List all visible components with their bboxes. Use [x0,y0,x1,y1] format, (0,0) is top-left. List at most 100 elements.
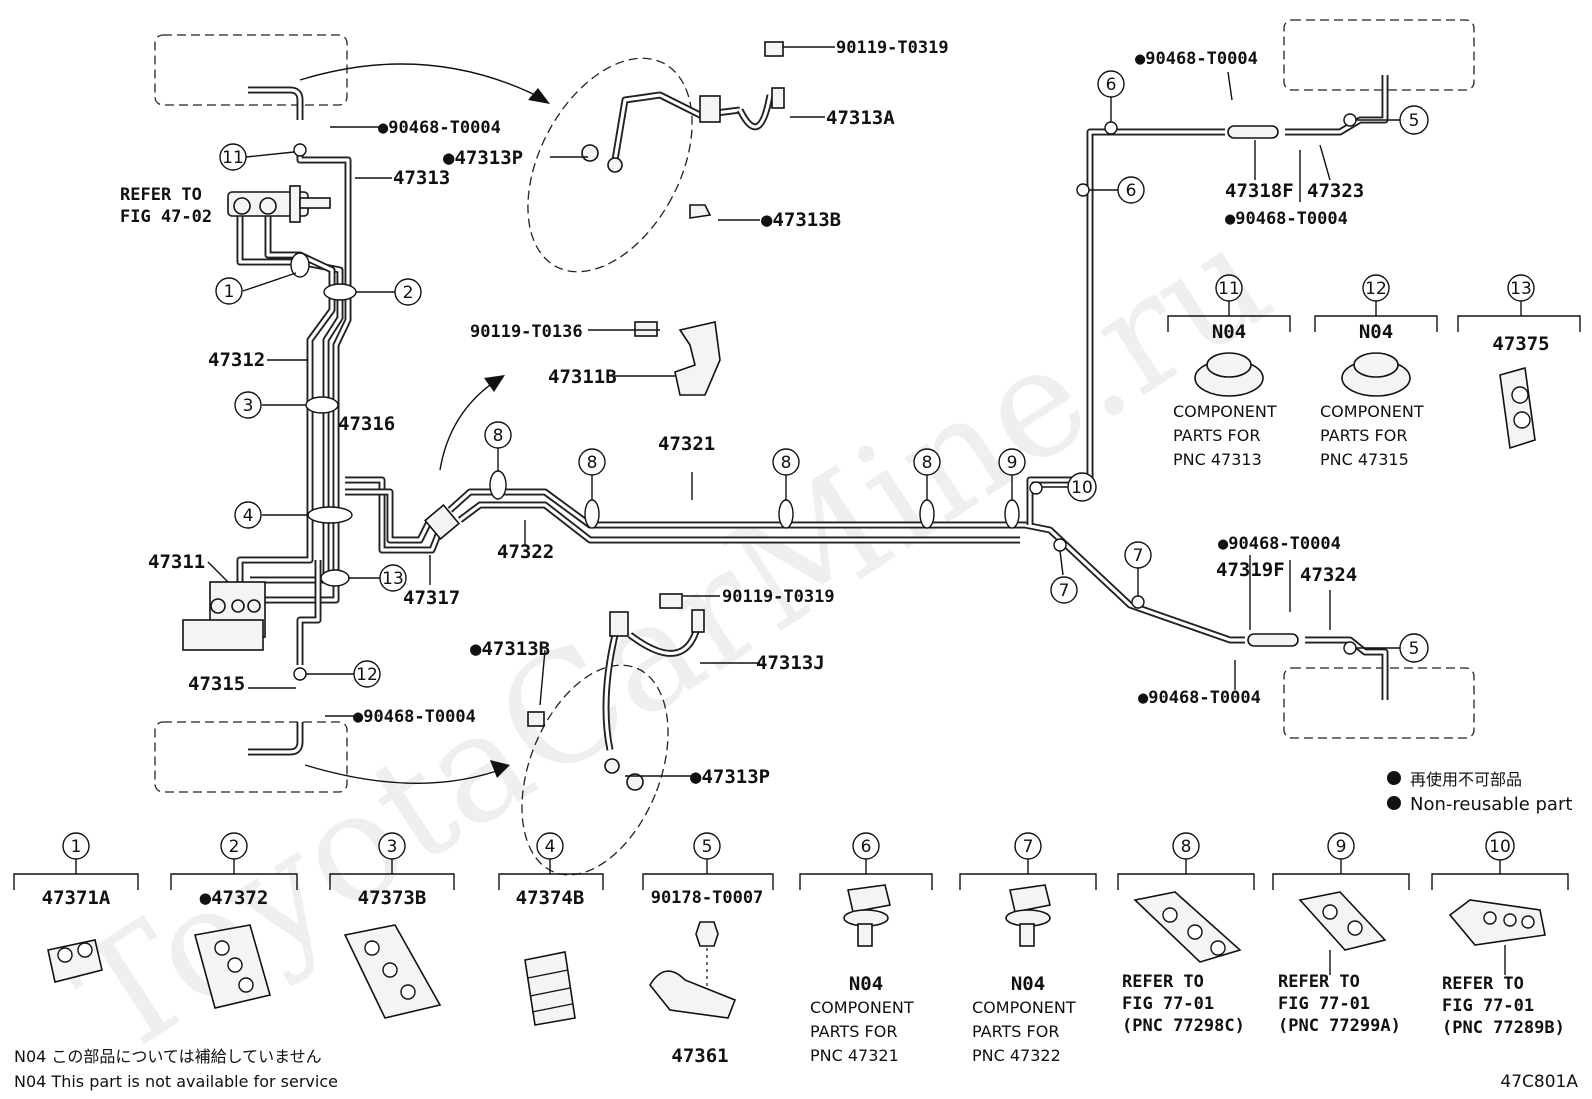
detail-box-rear-right [1283,667,1475,739]
svg-text:9: 9 [1007,453,1018,473]
label-90468-T0004-tl: ●90468-T0004 [378,118,501,138]
clamp-1: 1 47371A [13,832,139,983]
svg-text:7: 7 [1023,837,1034,857]
label-47324: 47324 [1300,564,1357,586]
svg-text:REFER TO: REFER TO [1442,974,1524,994]
svg-text:PNC 47313: PNC 47313 [1173,450,1262,469]
label-47313P-top: ●47313P [443,147,523,169]
svg-text:12: 12 [1365,279,1387,299]
clamp-4: 4 47374B [498,832,604,1026]
non-reusable-dot-icon [1387,771,1401,785]
svg-text:PNC 47322: PNC 47322 [972,1046,1061,1065]
legend-jp: 再使用不可部品 [1410,770,1522,789]
clamp-10: 10 REFER TO FIG 77-01 (PNC 77289B) [1431,831,1569,1038]
brake-hose-front [581,41,785,219]
svg-text:1: 1 [71,837,82,857]
non-reusable-dot-icon [1387,796,1401,810]
label-90468-T0004-bl: ●90468-T0004 [353,707,476,727]
label-47313A: 47313A [826,107,895,129]
callout-6a: 6 [1097,70,1125,122]
svg-text:COMPONENT: COMPONENT [972,998,1076,1017]
grommet-11: 11 N04 COMPONENT PARTS FOR PNC 47313 [1167,274,1291,469]
detail-box-front-left [154,34,348,106]
label-47319F: 47319F [1216,559,1285,581]
label-refer-47-02-line1: REFER TO [120,185,202,205]
callout-5a: 5 [1356,105,1429,135]
label-90119-T0319-bottom: 90119-T0319 [722,587,835,607]
svg-text:PARTS FOR: PARTS FOR [972,1022,1059,1041]
label-47322: 47322 [497,541,554,563]
svg-text:11: 11 [1218,279,1240,299]
callouts: 11 1 2 3 4 13 12 8 8 8 8 9 10 7 7 6 6 5 … [215,70,1429,688]
svg-text:47361: 47361 [671,1045,728,1067]
label-47313B-top: ●47313B [761,209,841,231]
svg-text:13: 13 [382,569,404,589]
svg-text:REFER TO: REFER TO [1278,972,1360,992]
svg-text:47374B: 47374B [516,887,585,909]
svg-text:7: 7 [1133,546,1144,566]
svg-text:N04: N04 [1359,321,1393,343]
label-refer-47-02-line2: FIG 47-02 [120,207,212,227]
callout-7a: 7 [1050,550,1078,604]
label-90468-T0004-br: ●90468-T0004 [1138,688,1261,708]
callout-8d: 8 [913,448,941,500]
svg-text:COMPONENT: COMPONENT [1173,402,1277,421]
label-90468-T0004-tr2: ●90468-T0004 [1225,209,1348,229]
svg-text:13: 13 [1510,279,1532,299]
svg-text:5: 5 [1409,111,1420,131]
grommet-12: 12 N04 COMPONENT PARTS FOR PNC 47315 [1314,274,1438,469]
label-90119-T0136: 90119-T0136 [470,322,583,342]
svg-text:1: 1 [224,282,235,302]
svg-text:(PNC 77298C): (PNC 77298C) [1122,1016,1245,1036]
proportioning-valve [227,185,331,223]
label-47311: 47311 [148,551,205,573]
label-90468-T0004-tr: ●90468-T0004 [1135,49,1258,69]
svg-text:PARTS FOR: PARTS FOR [1320,426,1407,445]
svg-text:REFER TO: REFER TO [1122,972,1204,992]
detail-ellipse-bottom [521,664,669,876]
svg-text:N04: N04 [849,973,883,995]
bracket-47311B [634,321,721,396]
svg-text:2: 2 [403,283,414,303]
detail-ellipse-top [527,57,693,273]
svg-text:10: 10 [1071,478,1093,498]
clamp-2: 2 ●47372 [170,832,298,1009]
svg-text:(PNC 77289B): (PNC 77289B) [1442,1018,1565,1038]
arrow-top [299,63,546,101]
tube-union [423,503,461,541]
svg-text:6: 6 [1126,181,1137,201]
svg-text:47375: 47375 [1492,333,1549,355]
svg-text:PARTS FOR: PARTS FOR [1173,426,1260,445]
callout-8c: 8 [772,448,800,500]
clamp-13: 13 47375 [1457,274,1581,450]
callout-2: 2 [356,278,422,306]
svg-text:6: 6 [1106,75,1117,95]
callout-10: 10 [1042,472,1097,502]
callout-5b: 5 [1356,633,1429,663]
detail-box-front-right [1283,19,1475,91]
svg-text:FIG 77-01: FIG 77-01 [1442,996,1534,1016]
svg-text:PARTS FOR: PARTS FOR [810,1022,897,1041]
svg-text:4: 4 [545,837,556,857]
label-47313J: 47313J [756,652,825,674]
svg-text:2: 2 [229,837,240,857]
svg-text:8: 8 [922,453,933,473]
label-90119-T0319-top: 90119-T0319 [836,38,949,58]
callout-7b: 7 [1124,541,1152,596]
clamp-9: 9 REFER TO FIG 77-01 (PNC 77299A) [1272,832,1410,1036]
callout-8a: 8 [484,421,512,471]
legend-en: Non-reusable part [1410,794,1572,815]
label-47311B: 47311B [548,366,617,388]
callout-6b: 6 [1089,176,1145,204]
svg-text:12: 12 [356,665,378,685]
clamp-6: 6 N04 COMPONENT PARTS FOR PNC 47321 [799,832,933,1065]
label-90468-T0004-mr: ●90468-T0004 [1218,534,1341,554]
svg-text:●47372: ●47372 [200,887,269,909]
svg-text:(PNC 77299A): (PNC 77299A) [1278,1016,1401,1036]
svg-text:9: 9 [1336,837,1347,857]
svg-text:90178-T0007: 90178-T0007 [651,888,764,908]
label-47313: 47313 [393,167,450,189]
detail-box-rear-left [154,721,348,793]
clamp-7: 7 N04 COMPONENT PARTS FOR PNC 47322 [959,832,1097,1065]
